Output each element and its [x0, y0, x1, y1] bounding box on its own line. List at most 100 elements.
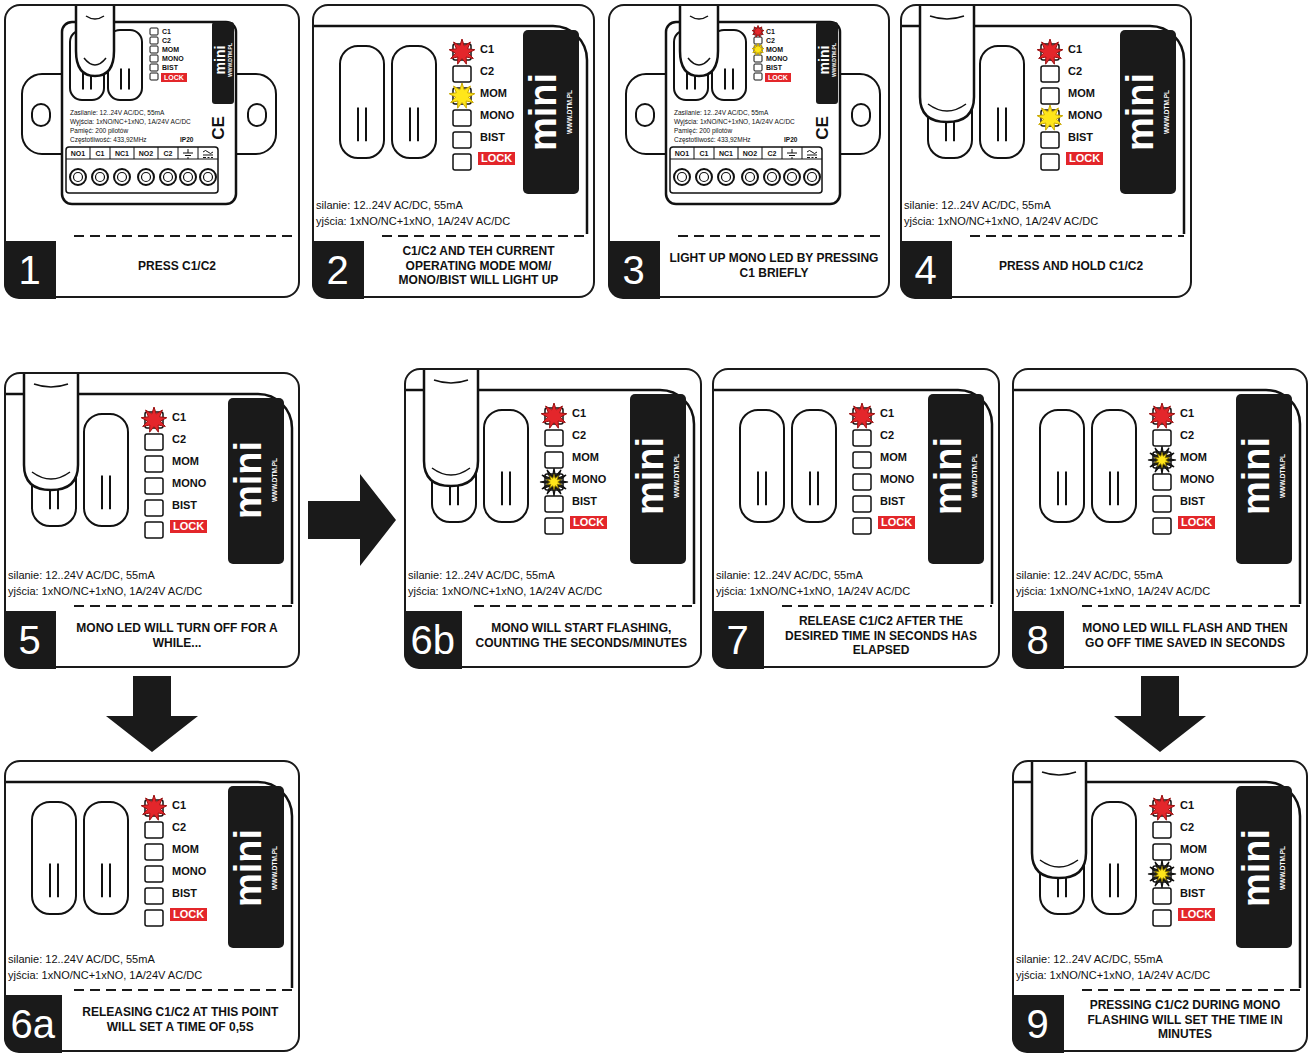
led-label: MOM: [172, 844, 199, 855]
terminal-divider: [134, 147, 135, 159]
led-label: BIST: [880, 496, 905, 507]
led-label: C1: [766, 28, 775, 35]
led-cell: [453, 132, 471, 148]
button-mark: [758, 472, 766, 506]
terminal-label: NO1: [71, 150, 85, 157]
url-label: WWW.DTM.PL: [832, 43, 837, 77]
terminal-screw: [808, 173, 817, 182]
panel-illustration: [972, 390, 1300, 730]
led-label: MONO: [172, 478, 206, 489]
led-cell: [145, 822, 163, 838]
dashed-divider: [474, 605, 694, 607]
dashed-divider: [74, 989, 292, 991]
terminal-screw: [114, 169, 130, 185]
led-cell: [150, 64, 158, 71]
led-label: C2: [1180, 430, 1194, 441]
url-label: WWW.DTM.PL: [1280, 454, 1287, 498]
terminal-divider: [158, 147, 159, 159]
flow-arrow: [1114, 676, 1206, 752]
led-label: BIST: [172, 500, 197, 511]
panel-illustration: [0, 362, 292, 730]
step-panel: 5MONO LED WILL TURN OFF FOR A WHILE...: [4, 372, 300, 668]
led-label: MONO: [1180, 474, 1214, 485]
brand-bar: [228, 786, 284, 948]
led-cell: [145, 456, 163, 472]
led-light: [541, 403, 567, 428]
button: [32, 802, 76, 914]
spec-text: silanie: 12..24V AC/DC, 55mA: [1016, 570, 1163, 581]
url-label: WWW.DTM.PL: [1164, 90, 1171, 134]
brand-bar: [928, 394, 984, 564]
device-body: [1012, 390, 1300, 604]
dashed-divider: [74, 605, 292, 607]
terminal-screw: [138, 169, 154, 185]
led-cell: [145, 844, 163, 860]
lock-label: LOCK: [765, 73, 791, 82]
step-number: 8: [1012, 611, 1064, 669]
step-panel: 7RELEASE C1/C2 AFTER THE DESIRED TIME IN…: [712, 368, 1000, 668]
spec-text: Wyjścia: 1xNO/NC+1xNO, 1A/24V AC/DC: [674, 119, 795, 126]
led-cell: [145, 478, 163, 494]
brand-label: mini: [229, 441, 267, 519]
panel-illustration: [972, 750, 1300, 1056]
terminal-label: NC1: [719, 150, 733, 157]
step-panel: 6bMONO WILL START FLASHING, COUNTING THE…: [404, 368, 702, 668]
flow-arrow: [308, 474, 396, 566]
dashed-divider: [782, 605, 992, 607]
drawing-part: [22, 4, 276, 204]
led-label: C1: [162, 28, 171, 35]
led-label: C2: [172, 434, 186, 445]
brand-bar: [1120, 30, 1176, 194]
step-caption: LIGHT UP MONO LED BY PRESSING C1 BRIEFLY: [668, 239, 880, 293]
terminal-screw: [674, 169, 690, 185]
drawing-part: [712, 390, 992, 604]
step-number: 5: [4, 611, 56, 669]
brand-label: mini: [524, 73, 562, 151]
drawing-part: [626, 4, 880, 204]
button-mark: [102, 864, 110, 898]
led-cell: [453, 110, 471, 126]
button: [1092, 802, 1136, 914]
button-mark: [102, 476, 110, 510]
led-label: MOM: [480, 88, 507, 99]
brand-bar: [816, 22, 838, 104]
terminal-screw: [142, 173, 151, 182]
dashed-divider: [678, 235, 882, 237]
terminal-block: [66, 147, 218, 193]
dashed-divider: [382, 235, 587, 237]
terminal-divider: [90, 147, 91, 159]
terminal-screw: [788, 173, 797, 182]
terminal-screw: [204, 173, 213, 182]
led-label: MOM: [880, 452, 907, 463]
finger-crease: [34, 384, 68, 387]
lock-label: LOCK: [1178, 516, 1215, 529]
led-cell: [545, 518, 563, 534]
terminal-divider: [738, 147, 739, 159]
terminal-label: C1: [700, 150, 709, 157]
button: [340, 46, 384, 158]
led-cell: [1153, 888, 1171, 904]
button-mark: [1110, 864, 1118, 898]
led-label: MONO: [162, 55, 184, 62]
led-cell: [145, 522, 163, 538]
led-light: [141, 795, 167, 820]
dashed-divider: [970, 235, 1184, 237]
led-cell: [1041, 88, 1059, 104]
led-cell: [145, 910, 163, 926]
flow-arrow: [106, 676, 198, 752]
spec-text: yjścia: 1xNO/NC+1xNO, 1A/24V AC/DC: [904, 216, 1098, 227]
terminal-divider: [110, 147, 111, 159]
ip-rating: IP20: [784, 137, 797, 144]
step-number: 6a: [4, 995, 63, 1053]
finger-crease: [690, 16, 708, 19]
terminal-screw: [746, 173, 755, 182]
panel-illustration: [626, 0, 882, 236]
drawing-part: [404, 368, 694, 604]
finger-crease: [930, 16, 964, 19]
led-label: C1: [172, 800, 186, 811]
led-label: C2: [172, 822, 186, 833]
dashed-divider: [1082, 989, 1300, 991]
step-caption: PRESSING C1/C2 DURING MONO FLASHING WILL…: [1072, 993, 1298, 1047]
url-label: WWW.DTM.PL: [1280, 846, 1287, 890]
mount-hole: [636, 104, 654, 126]
